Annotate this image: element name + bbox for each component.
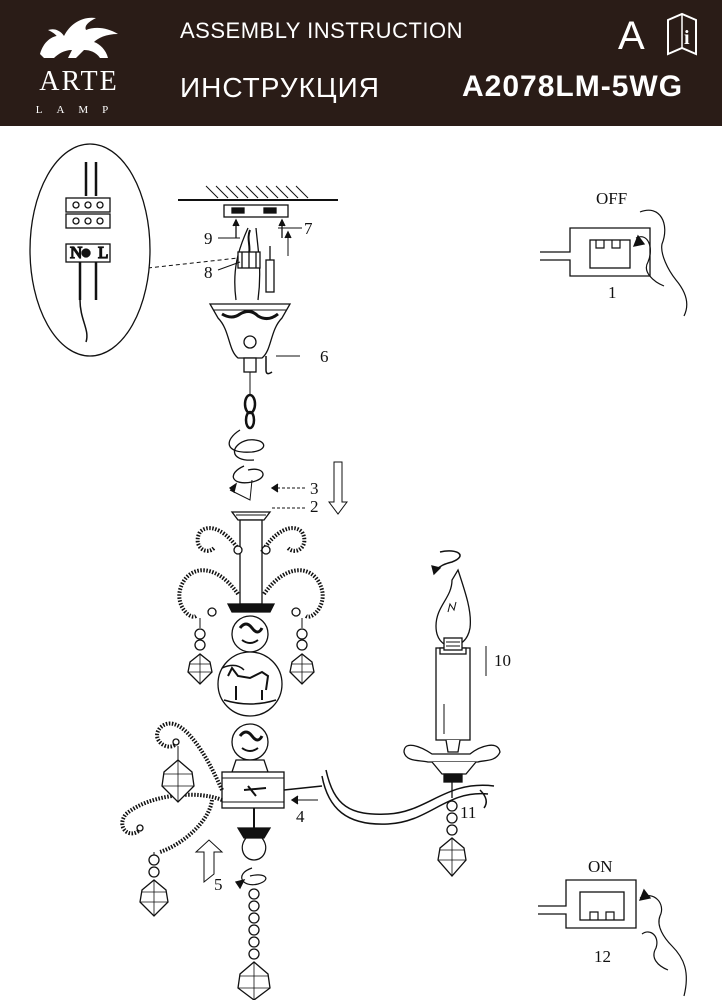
- lower-left-scroll: [120, 721, 224, 854]
- porcelain-ball-bottom: [231, 723, 269, 761]
- brand-name: ARTE: [39, 66, 119, 97]
- candle-bobeche: [403, 744, 501, 798]
- switch-on-label: ON: [588, 857, 613, 876]
- language-letter: A: [618, 14, 645, 58]
- wiring-detail-bubble: [29, 143, 151, 357]
- step-4-arrow: [290, 795, 318, 805]
- step-2-label: 2: [310, 497, 319, 516]
- step-12-label: 12: [594, 947, 611, 966]
- bottom-finial: [194, 808, 272, 890]
- svg-text:i: i: [684, 27, 690, 49]
- right-arm: [283, 769, 495, 825]
- step-7-label: 7: [304, 219, 313, 238]
- crystal-drop-lower-1: [161, 746, 195, 803]
- step-9-label: 9: [204, 229, 213, 248]
- step-1-label: 1: [608, 283, 617, 302]
- terminal-n-label: N: [70, 243, 82, 262]
- step-5-label: 5: [214, 875, 223, 894]
- crystal-drop-right: [289, 618, 315, 685]
- mounting-screws: [232, 218, 292, 293]
- step-4-label: 4: [296, 807, 305, 826]
- brand-subtitle: LAMP: [35, 104, 123, 116]
- junction-body: [221, 759, 285, 809]
- model-number: A2078LM-5WG: [462, 70, 684, 103]
- upper-scroll-arms: [177, 526, 325, 619]
- bobeche-cup: [230, 511, 272, 521]
- rotate-arrow-top: [431, 550, 461, 576]
- step-10-label: 10: [494, 651, 511, 670]
- ceiling: [178, 185, 338, 201]
- title-english: ASSEMBLY INSTRUCTION: [180, 18, 464, 43]
- canopy: [208, 303, 300, 375]
- candle-sleeve: [435, 647, 471, 753]
- switch-off-panel: [540, 209, 688, 317]
- bottom-crystal-chain: [237, 888, 271, 1000]
- step-8-label: 8: [204, 263, 213, 282]
- crystal-drop-lower-2: [139, 852, 169, 917]
- crystal-drop-left: [187, 618, 213, 685]
- griffin-logo-icon: [40, 17, 118, 59]
- step-6-label: 6: [320, 347, 329, 366]
- switch-on-panel: [538, 879, 687, 997]
- header-bar: ARTE LAMP ASSEMBLY INSTRUCTION ИНСТРУКЦИ…: [0, 0, 722, 126]
- leader-lines-top: [147, 227, 302, 271]
- supply-wires: [234, 227, 261, 301]
- chain: [228, 372, 265, 501]
- mounting-bracket: [223, 204, 289, 218]
- terminal-l-label: L: [98, 243, 108, 262]
- porcelain-ball-top: [231, 615, 269, 653]
- switch-off-label: OFF: [596, 189, 627, 208]
- step-3-label: 3: [310, 479, 319, 498]
- assembly-diagram: N L OFF 1 ON 12 2 3 4 5 6 7 8 9 10 11: [29, 143, 688, 1000]
- candle-bulb: [435, 568, 472, 651]
- porcelain-ball-middle: [217, 651, 283, 717]
- book-info-icon: i: [667, 12, 697, 56]
- step-11-label: 11: [460, 803, 476, 822]
- step-arrows-2-3: [270, 461, 348, 515]
- title-russian: ИНСТРУКЦИЯ: [180, 72, 380, 103]
- central-stem: [226, 519, 276, 613]
- crystal-drop-arm: [437, 800, 467, 877]
